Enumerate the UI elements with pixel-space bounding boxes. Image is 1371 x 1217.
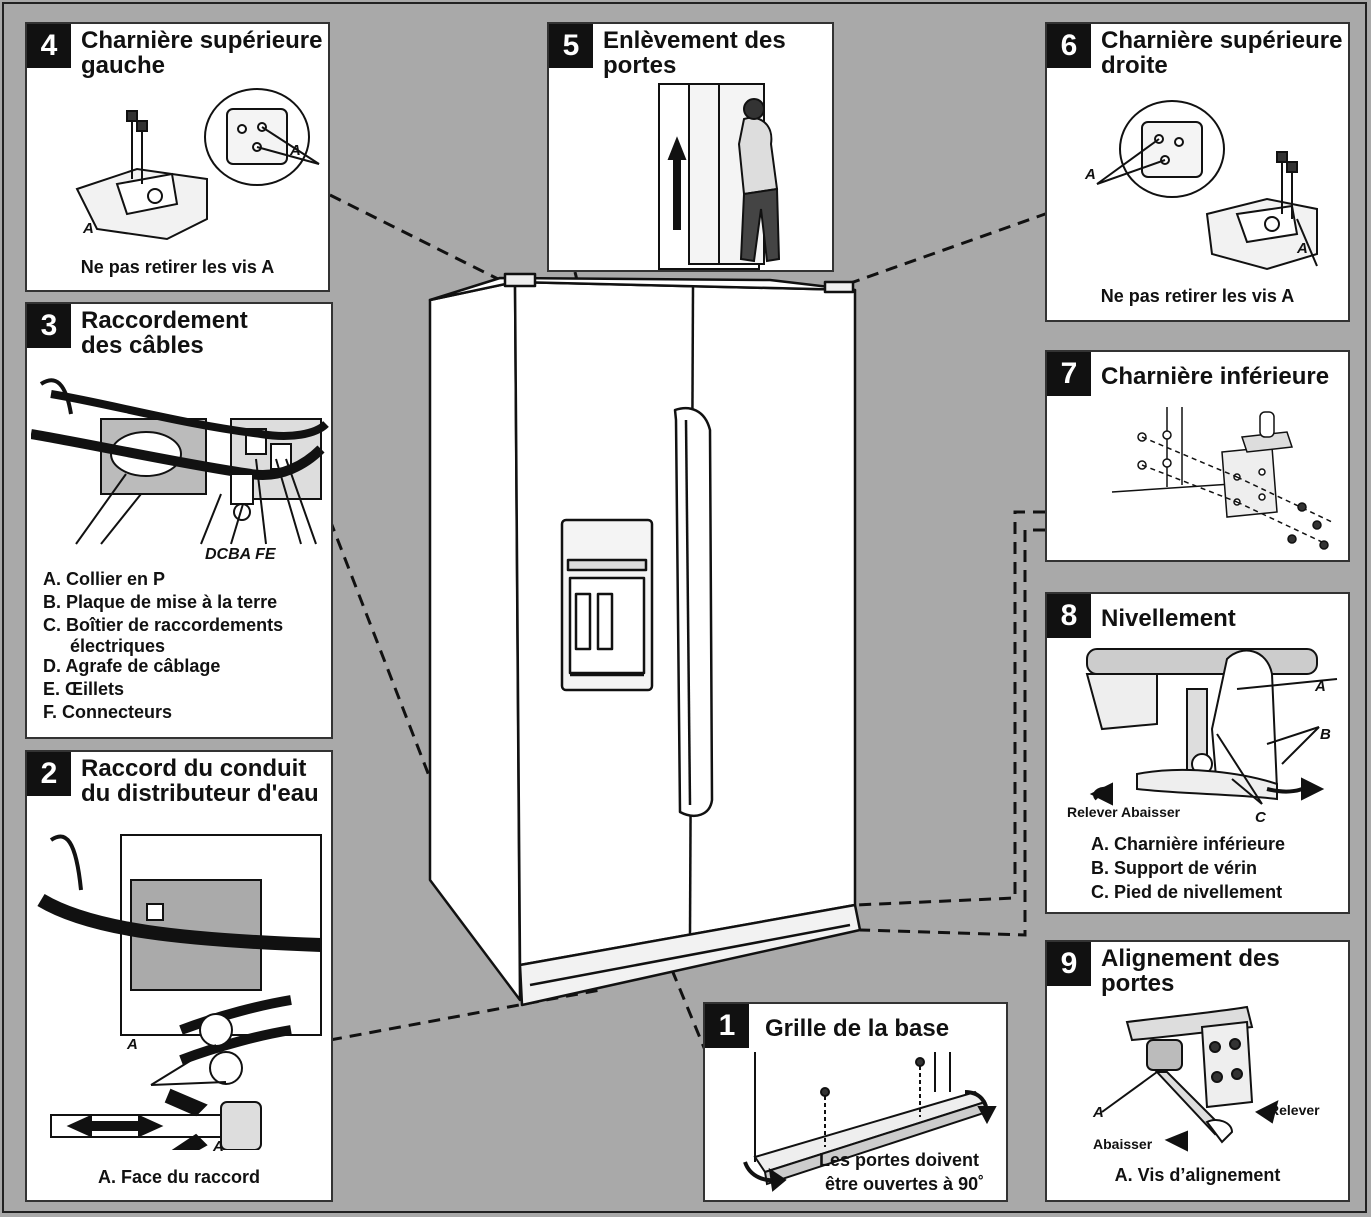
panel-3-wire-connection: 3 Raccordement des câbles DCBA FE A. Col…	[25, 302, 333, 739]
panel-6-top-right-hinge: 6 Charnière supérieure droite A A Ne pas…	[1045, 22, 1350, 322]
panel-title: Alignement des portes	[1101, 945, 1280, 997]
label-c: C	[1255, 809, 1266, 826]
panel-title: Raccordement des câbles	[81, 307, 248, 359]
label-a: A	[83, 220, 94, 237]
step-number: 4	[27, 24, 71, 68]
panel-title: Grille de la base	[765, 1015, 950, 1042]
panel-caption: Ne pas retirer les vis A	[1100, 286, 1295, 306]
panel-caption: A. Vis d’alignement	[1114, 1165, 1281, 1185]
raise-label: Relever	[1269, 1102, 1320, 1118]
panel-7-bottom-hinge: 7 Charnière inférieure	[1045, 350, 1350, 562]
panel-1-base-grille: 1 Grille de la base Les portes doivent ê…	[703, 1002, 1008, 1202]
legend: A. Collier en P B. Plaque de mise à la t…	[43, 569, 284, 722]
panel-title: Charnière inférieure	[1101, 363, 1330, 390]
panel-2-water-line: 2 Raccord du conduit du distributeur d'e…	[25, 750, 333, 1202]
label-a: A	[290, 142, 301, 159]
component-letters: DCBA FE	[205, 546, 276, 563]
label-a: A	[1315, 678, 1326, 695]
panel-title: Raccord du conduit du distributeur d'eau	[81, 755, 319, 807]
step-number: 8	[1047, 594, 1091, 638]
label-a: A	[1093, 1104, 1104, 1121]
panel-8-leveling: 8 Nivellement A B C Relever Abaisser A. …	[1045, 592, 1350, 914]
water-line-illustration	[37, 834, 322, 1150]
panel-4-top-left-hinge: 4 Charnière supérieure gauche A A Ne pas…	[25, 22, 330, 292]
step-number: 3	[27, 304, 71, 348]
label-a: A	[127, 1036, 138, 1053]
label-a: A	[213, 1138, 224, 1155]
step-number: 1	[705, 1004, 749, 1048]
label-a: A	[1085, 166, 1096, 183]
base-grille-illustration	[743, 1052, 997, 1192]
panel-title: Charnière supérieure gauche	[81, 27, 323, 79]
leveling-illustration	[1085, 648, 1338, 806]
panel-5-door-removal: 5 Enlèvement des portes	[547, 22, 834, 272]
legend: A. Charnière inférieure B. Support de vé…	[1091, 834, 1286, 902]
hinge-illustration	[1096, 100, 1318, 271]
lower-label: Abaisser	[1093, 1136, 1153, 1152]
bottom-hinge-illustration	[1111, 407, 1333, 550]
panel-caption: A. Face du raccord	[97, 1167, 261, 1187]
door-removal-illustration	[658, 83, 781, 270]
raise-lower-label: Relever Abaisser	[1067, 804, 1181, 820]
alignment-illustration	[1101, 1005, 1279, 1152]
step-number: 5	[549, 24, 593, 68]
panel-caption: Ne pas retirer les vis A	[80, 257, 275, 277]
step-number: 7	[1047, 352, 1091, 396]
hinge-illustration	[75, 88, 320, 241]
step-number: 2	[27, 752, 71, 796]
caption-line-1: Les portes doivent	[819, 1150, 980, 1170]
panel-title: Enlèvement des portes	[603, 27, 786, 79]
label-a: A	[1297, 240, 1308, 257]
caption-line-2: être ouvertes à 90˚	[825, 1174, 985, 1194]
panel-9-door-alignment: 9 Alignement des portes A Relever Abaiss…	[1045, 940, 1350, 1202]
step-number: 6	[1047, 24, 1091, 68]
label-b: B	[1320, 726, 1331, 743]
panel-title: Charnière supérieure droite	[1101, 27, 1343, 79]
wiring-illustration	[31, 378, 329, 545]
step-number: 9	[1047, 942, 1091, 986]
panel-title: Nivellement	[1101, 605, 1236, 632]
